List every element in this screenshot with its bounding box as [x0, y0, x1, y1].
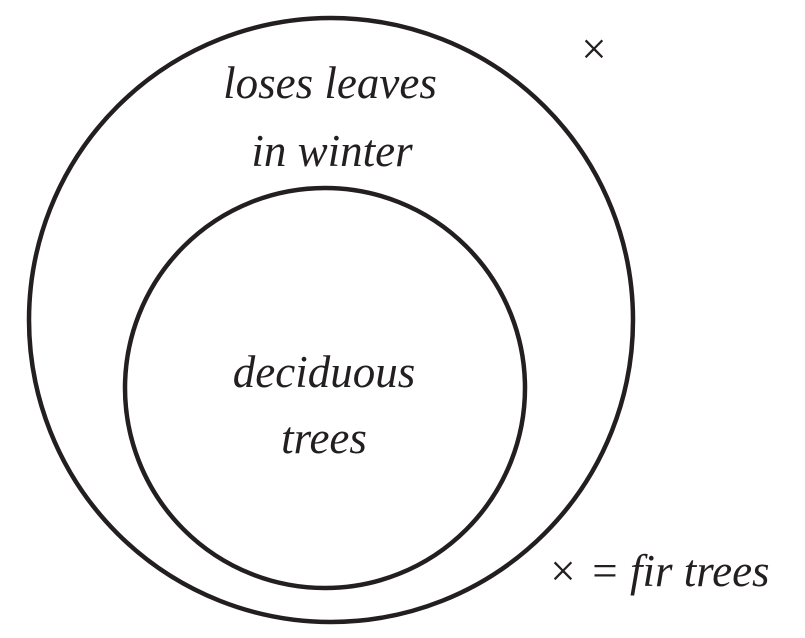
inner-set-circle [122, 185, 528, 591]
key-equals: = [592, 546, 617, 596]
outer-set-label-line1: loses leaves [223, 58, 437, 108]
outer-set-label-line2: in winter [251, 126, 413, 176]
inner-set-label-line2: trees [281, 413, 367, 463]
key-label: fir trees [630, 546, 770, 596]
outer-set-circle [26, 15, 636, 625]
inner-set-label-line1: deciduous [233, 347, 415, 397]
key-symbol: × [550, 546, 575, 596]
fir-tree-marker-icon: × [581, 24, 606, 74]
key: × = fir trees [550, 546, 769, 596]
